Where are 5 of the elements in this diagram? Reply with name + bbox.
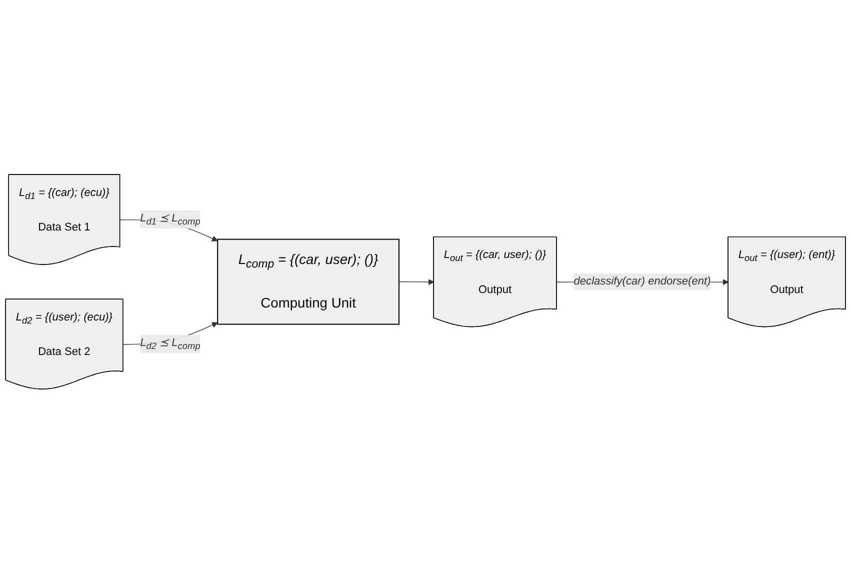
edge-label: declassify(car) endorse(ent): [574, 276, 711, 288]
arrow: [398, 279, 434, 286]
node-box: L$_{comp}$ = {(car, user); ()} Computing Unit: [217, 238, 400, 325]
edge-label: L$_{d2}$ ⪯ L$_{comp}$: [140, 337, 200, 352]
edge-label: L$_{d1}$ ⪯ L$_{comp}$: [140, 212, 200, 227]
